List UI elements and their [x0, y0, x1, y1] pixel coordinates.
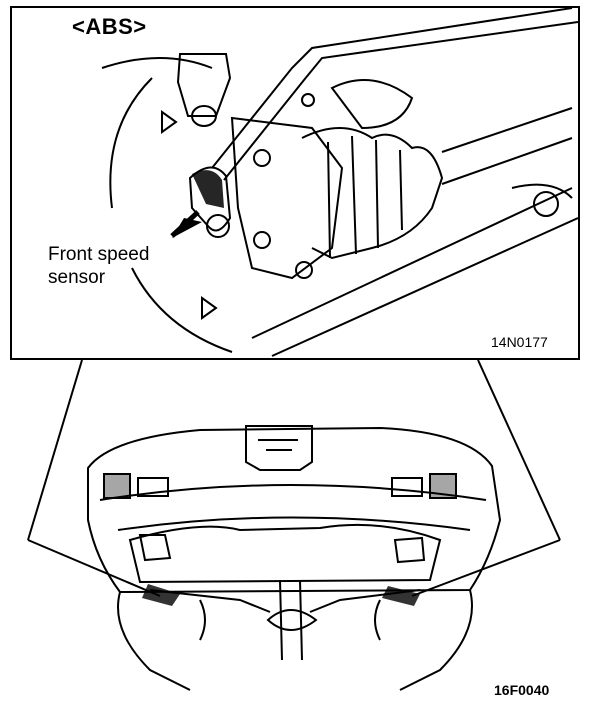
left-fog-recess: [103, 473, 131, 499]
detail-inset: [10, 6, 580, 360]
engine-under-cover: [128, 523, 442, 584]
brake-hose: [211, 8, 573, 169]
leader-line-right: [477, 359, 561, 541]
front-bumper: [87, 426, 502, 594]
leader-line-right-end: [411, 539, 561, 597]
front-speed-sensor-label-line1: Front speed: [48, 244, 150, 265]
drive-shaft-center: [279, 579, 303, 661]
steering-knuckle: [230, 116, 344, 280]
right-fog-recess: [429, 473, 457, 499]
lower-arm-left: [149, 589, 271, 613]
bumper-lower-edge: [99, 484, 487, 501]
brake-backing-plate: [101, 57, 233, 353]
leader-line-left: [27, 359, 83, 541]
abs-title: <ABS>: [72, 14, 147, 39]
left-front-wheel: [117, 591, 191, 691]
right-front-wheel: [399, 589, 473, 691]
front-speed-sensor-label-line2: sensor: [48, 267, 106, 288]
left-sensor-location: [142, 584, 180, 606]
wheel-hub-illustration: [101, 8, 578, 357]
lower-control-arm: [251, 187, 578, 357]
license-plate-bracket: [245, 425, 313, 471]
leader-line-left-end: [27, 539, 161, 597]
front-speed-sensor: [188, 166, 232, 232]
figure-code: 16F0040: [494, 682, 550, 698]
right-sensor-location: [382, 586, 420, 606]
axle-shaft: [441, 107, 573, 185]
inset-figure-code: 14N0177: [491, 334, 548, 350]
cv-joint-boot: [301, 127, 444, 260]
bumper-inner-line: [117, 516, 471, 531]
